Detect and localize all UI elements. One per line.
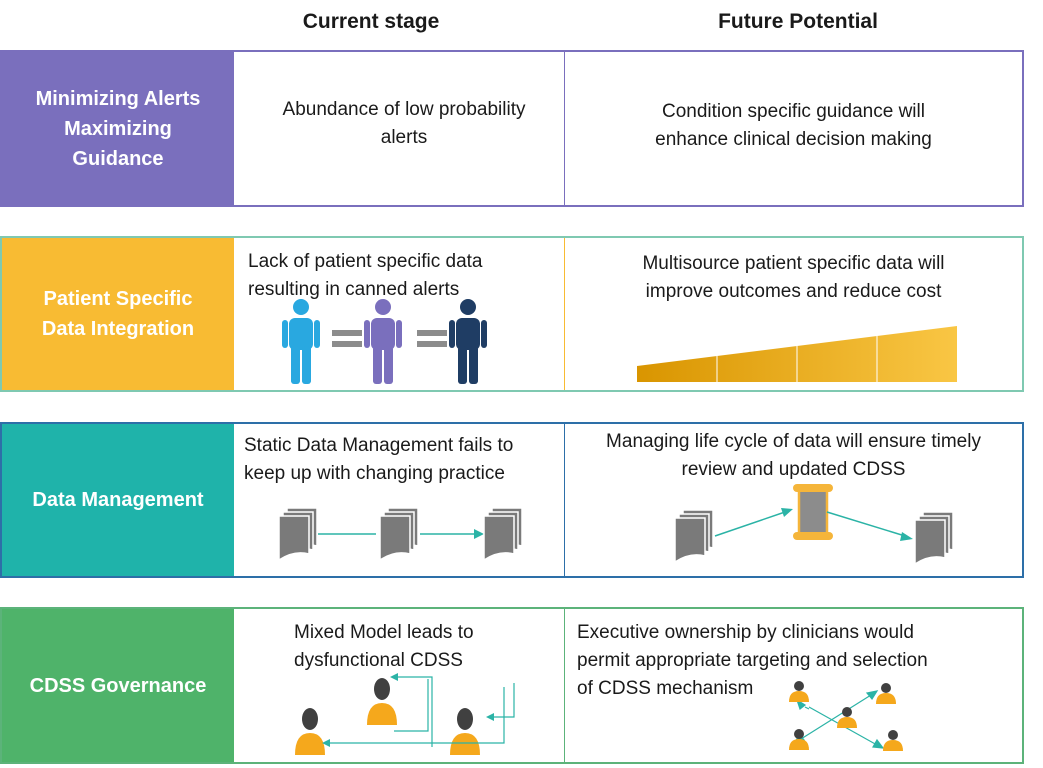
current-cell: Lack of patient specific data resulting …: [234, 238, 564, 390]
person-icon: [883, 730, 903, 751]
text-line: Lack of patient specific data: [248, 251, 483, 272]
label-line: CDSS Governance: [29, 674, 207, 697]
label-line: Maximizing: [64, 117, 172, 140]
arrow-icon: [781, 508, 793, 517]
person-icon: [295, 708, 325, 755]
text-line: Multisource patient specific data will: [642, 253, 945, 274]
row-data-management: Data Management Static Data Management f…: [0, 422, 1024, 578]
person-icon: [282, 299, 320, 384]
person-icon: [449, 299, 487, 384]
equals-icon: [332, 330, 362, 347]
future-cell: Condition specific guidance will enhance…: [564, 52, 1022, 205]
document-stack-icon: [914, 511, 954, 566]
person-icon: [364, 299, 402, 384]
static-data-flow-illustration: [278, 507, 523, 562]
current-cell: Abundance of low probability alerts: [234, 52, 564, 205]
document-stack-icon: [379, 507, 419, 562]
text-line: improve outcomes and reduce cost: [645, 281, 942, 302]
person-icon: [450, 708, 480, 755]
arrow-icon: [826, 511, 906, 537]
people-equality-illustration: [282, 299, 487, 384]
row-minimizing-alerts: Minimizing Alerts Maximizing Guidance Ab…: [0, 50, 1024, 207]
person-icon: [367, 678, 397, 725]
person-icon: [876, 683, 896, 704]
text-line: enhance clinical decision making: [655, 129, 932, 150]
text-line: Managing life cycle of data will ensure …: [606, 431, 981, 452]
future-potential-header: Future Potential: [718, 10, 878, 33]
person-icon: [789, 729, 809, 750]
text-line: resulting in canned alerts: [248, 279, 460, 300]
text-line: review and updated CDSS: [681, 459, 906, 480]
current-text: Abundance of low probability alerts: [254, 96, 554, 152]
text-line: permit appropriate targeting and selecti…: [577, 650, 928, 671]
current-text: Static Data Management fails to keep up …: [244, 432, 562, 488]
executive-ownership-illustration: [789, 681, 903, 751]
label-line: Guidance: [72, 147, 164, 170]
label-line: Data Management: [32, 489, 204, 511]
arrow-icon: [900, 532, 913, 541]
future-text: Managing life cycle of data will ensure …: [565, 428, 1022, 484]
equals-icon: [417, 330, 447, 347]
mixed-model-illustration: [295, 673, 515, 755]
row-label: CDSS Governance: [2, 609, 234, 762]
row-label: Data Management: [2, 424, 234, 576]
future-text: Multisource patient specific data will i…: [565, 250, 1022, 306]
label-line: Data Integration: [41, 318, 195, 340]
row-label: Minimizing Alerts Maximizing Guidance: [2, 52, 234, 205]
current-text: Lack of patient specific data resulting …: [248, 248, 558, 304]
growth-ramp-icon: [637, 326, 957, 382]
future-cell: Multisource patient specific data will i…: [564, 238, 1022, 390]
future-cell: Executive ownership by clinicians would …: [564, 609, 1022, 762]
label-line: Patient Specific: [43, 288, 193, 310]
arrow-icon: [714, 511, 786, 537]
arrow-icon: [326, 676, 515, 747]
future-text: Condition specific guidance will enhance…: [565, 98, 1022, 154]
text-line: Executive ownership by clinicians would: [577, 622, 914, 643]
text-line: Abundance of low probability: [282, 99, 526, 120]
data-lifecycle-illustration: [674, 484, 954, 566]
text-line: keep up with changing practice: [244, 463, 505, 484]
arrow-icon: [322, 673, 494, 747]
arrow-icon: [474, 529, 484, 539]
text-line: alerts: [380, 127, 428, 148]
text-line: dysfunctional CDSS: [294, 650, 463, 671]
document-stack-icon: [278, 507, 318, 562]
row-label: Patient Specific Data Integration: [2, 238, 234, 390]
row-cdss-governance: CDSS Governance Mixed Model leads to dys…: [0, 607, 1024, 764]
current-stage-header: Current stage: [302, 10, 440, 33]
future-text: Executive ownership by clinicians would …: [577, 619, 1017, 703]
text-line: Condition specific guidance will: [662, 101, 925, 122]
text-line: of CDSS mechanism: [577, 678, 754, 699]
label-line: Minimizing Alerts: [35, 87, 201, 110]
person-icon: [789, 681, 809, 702]
row-patient-specific: Patient Specific Data Integration Lack o…: [0, 236, 1024, 392]
future-cell: Managing life cycle of data will ensure …: [564, 424, 1022, 576]
document-stack-icon: [483, 507, 523, 562]
current-cell: Static Data Management fails to keep up …: [234, 424, 564, 576]
current-cell: Mixed Model leads to dysfunctional CDSS: [234, 609, 564, 762]
document-stack-icon: [674, 509, 714, 564]
text-line: Static Data Management fails to: [244, 435, 514, 456]
text-line: Mixed Model leads to: [294, 622, 474, 643]
current-text: Mixed Model leads to dysfunctional CDSS: [294, 619, 554, 675]
person-icon: [837, 707, 857, 728]
